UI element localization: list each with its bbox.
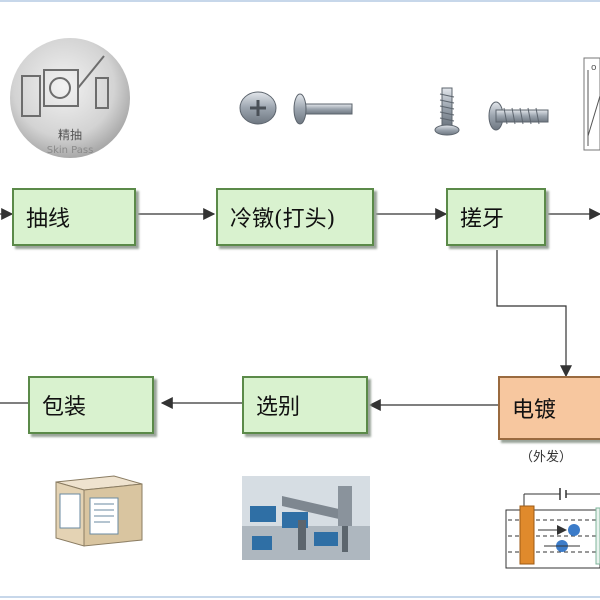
skin-pass-badge-image: 精抽 Skin Pass	[8, 36, 132, 160]
packing-carton-image	[54, 472, 144, 548]
step-cold-heading-label: 冷镦(打头)	[230, 207, 336, 232]
partial-graph-image: o	[582, 56, 600, 152]
badge-line1: 精抽	[58, 128, 82, 142]
bottom-border	[0, 596, 600, 598]
step-drawing-label: 抽线	[26, 207, 71, 232]
plating-note: （外发）	[520, 450, 573, 465]
arrow-rolling-to-plating	[496, 250, 572, 378]
top-border	[0, 0, 600, 2]
step-cold-heading: 冷镦(打头)	[216, 188, 374, 246]
step-sorting-label: 选别	[256, 395, 301, 420]
step-plating: 电镀	[498, 376, 600, 440]
badge-line2: Skin Pass	[47, 145, 94, 156]
svg-text:o: o	[591, 63, 597, 73]
step-drawing: 抽线	[12, 188, 136, 246]
step-sorting: 选别	[242, 376, 368, 434]
step-plating-label: 电镀	[512, 398, 557, 423]
threaded-screw-image	[432, 84, 558, 142]
step-packing: 包装	[28, 376, 154, 434]
headed-screw-blank-image	[234, 84, 354, 134]
step-thread-rolling-label: 搓牙	[460, 207, 505, 232]
step-thread-rolling: 搓牙	[446, 188, 546, 246]
step-packing-label: 包装	[42, 395, 87, 420]
plating-tank-diagram	[504, 480, 600, 570]
sorting-machine-photo	[242, 476, 370, 560]
